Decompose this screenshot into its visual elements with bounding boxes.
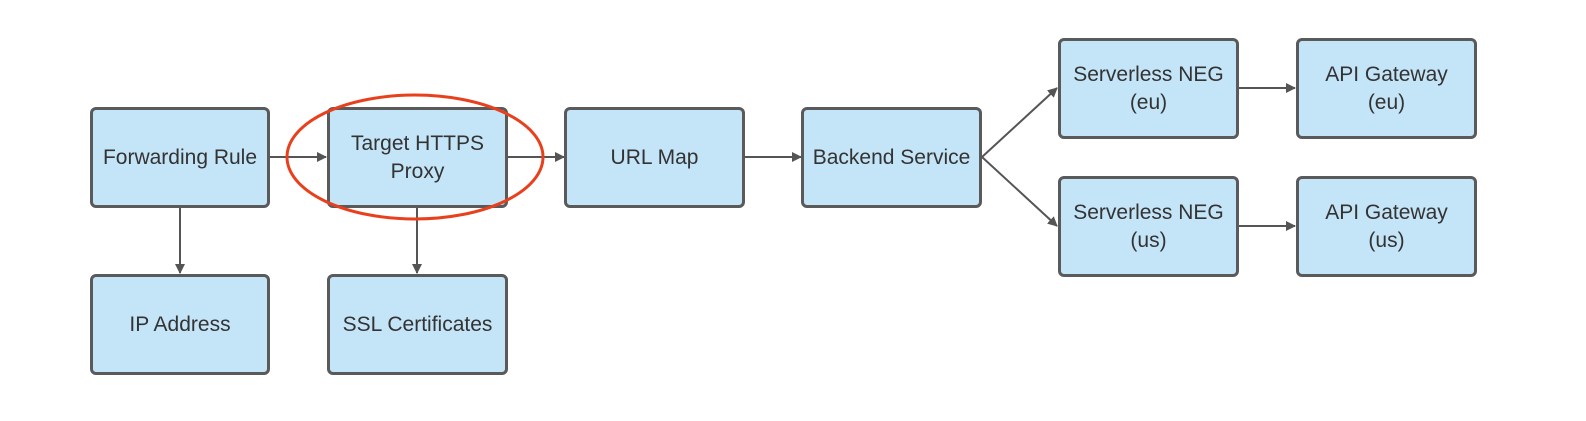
node-serverless-neg-us: Serverless NEG (us) <box>1058 176 1239 277</box>
node-api-gateway-us-label: API Gateway (us) <box>1325 200 1448 252</box>
node-forwarding-rule-label: Forwarding Rule <box>102 145 258 169</box>
arrow-backend-to-neg-eu <box>981 87 1058 158</box>
node-ip-address: IP Address <box>90 274 270 375</box>
node-forwarding-rule: Forwarding Rule <box>90 107 270 208</box>
node-target-https-proxy: Target HTTPS Proxy <box>327 107 508 208</box>
node-backend-service: Backend Service <box>801 107 982 208</box>
arrow-backend-to-neg-us <box>981 156 1058 227</box>
node-serverless-neg-eu-label: Serverless NEG (eu) <box>1073 62 1224 114</box>
node-backend-service-label: Backend Service <box>812 145 971 169</box>
node-serverless-neg-eu: Serverless NEG (eu) <box>1058 38 1239 139</box>
node-api-gateway-eu: API Gateway (eu) <box>1296 38 1477 139</box>
node-url-map-label: URL Map <box>610 145 699 169</box>
node-serverless-neg-us-label: Serverless NEG (us) <box>1073 200 1224 252</box>
node-target-https-proxy-label: Target HTTPS Proxy <box>350 131 485 183</box>
node-ssl-certificates: SSL Certificates <box>327 274 508 375</box>
node-api-gateway-eu-label: API Gateway (eu) <box>1325 62 1448 114</box>
node-api-gateway-us: API Gateway (us) <box>1296 176 1477 277</box>
node-ip-address-label: IP Address <box>129 312 231 336</box>
node-url-map: URL Map <box>564 107 745 208</box>
node-ssl-certificates-label: SSL Certificates <box>342 312 493 336</box>
